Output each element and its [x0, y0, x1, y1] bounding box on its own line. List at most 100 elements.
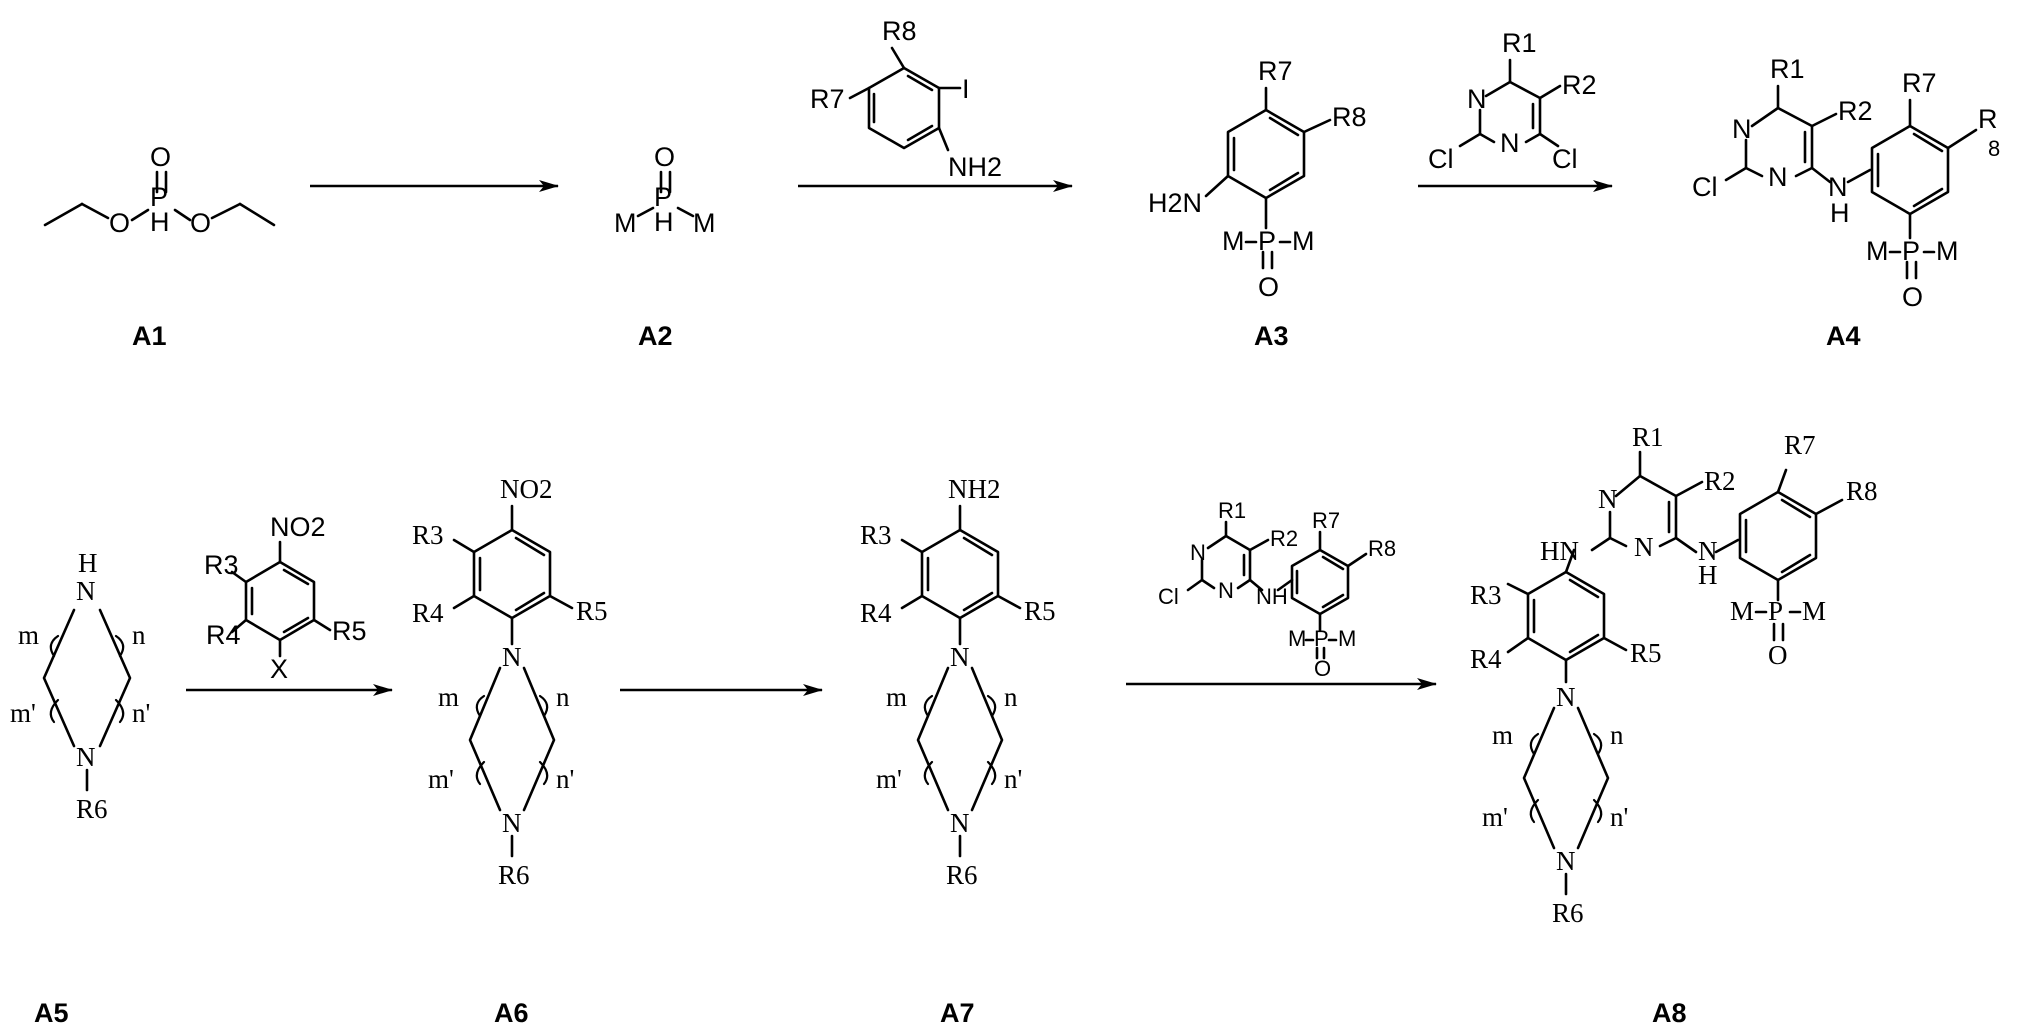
- compound-a6: NO2 R3 R4 R5 N m n m' n' N R6 A6: [412, 474, 608, 1028]
- reagent-nitroarene: NO2 R3 R4 R5 X: [204, 512, 367, 684]
- r3-cl-right: Cl: [1552, 144, 1578, 174]
- r6-n1: N: [1190, 540, 1206, 565]
- a4-r8-subscript: 8: [1988, 136, 2000, 161]
- a7-amine: NH2: [948, 474, 1001, 504]
- a1-hydrogen: H: [150, 207, 170, 237]
- r6-oxygen: O: [1314, 656, 1331, 681]
- a8-r6: R6: [1552, 898, 1584, 928]
- a4-amine-h: H: [1830, 198, 1850, 228]
- r2-r7: R7: [810, 84, 845, 114]
- a8-r3: R3: [1470, 580, 1502, 610]
- a3-oxygen: O: [1258, 272, 1279, 302]
- a4-label: A4: [1826, 321, 1861, 351]
- a5-m-prime: m': [10, 698, 36, 728]
- a4-r1: R1: [1770, 54, 1805, 84]
- r6-m-right: M: [1338, 626, 1356, 651]
- compound-a2: O P H M M A2: [614, 142, 716, 351]
- a4-n1: N: [1732, 114, 1752, 144]
- r4-r4: R4: [206, 620, 241, 650]
- compound-a1: O P H O O A1: [45, 142, 274, 351]
- a5-label: A5: [34, 998, 69, 1028]
- a7-r4: R4: [860, 598, 892, 628]
- r3-n3: N: [1500, 128, 1520, 158]
- a8-m-left: M: [1730, 596, 1754, 626]
- a7-r5: R5: [1024, 596, 1056, 626]
- r3-r2: R2: [1562, 70, 1597, 100]
- a1-oxygen: O: [150, 142, 171, 172]
- r6-m-left: M: [1288, 626, 1306, 651]
- a2-m-left: M: [614, 208, 637, 238]
- a1-oxygen-right: O: [190, 208, 211, 238]
- a4-oxygen: O: [1902, 282, 1923, 312]
- a8-m-right: M: [1802, 596, 1826, 626]
- a2-label: A2: [638, 321, 673, 351]
- a4-r8: R: [1978, 104, 1998, 134]
- a5-n-prime: n': [132, 698, 150, 728]
- a8-amine-left: HN: [1540, 536, 1579, 566]
- a5-m: m: [18, 620, 39, 650]
- a3-phosphorus: P: [1258, 226, 1276, 256]
- r3-cl-left: Cl: [1428, 144, 1454, 174]
- r6-amine: NH: [1256, 584, 1288, 609]
- a6-r5: R5: [576, 596, 608, 626]
- a2-hydrogen: H: [654, 207, 674, 237]
- r3-r1: R1: [1502, 28, 1537, 58]
- r6-n3: N: [1218, 578, 1234, 603]
- a3-r7: R7: [1258, 56, 1293, 86]
- a7-m-prime: m': [876, 764, 902, 794]
- a6-m: m: [438, 682, 459, 712]
- a3-m-left: M: [1222, 226, 1245, 256]
- a6-r4: R4: [412, 598, 444, 628]
- a2-m-right: M: [693, 208, 716, 238]
- a6-r3: R3: [412, 520, 444, 550]
- a4-chlorine: Cl: [1692, 172, 1718, 202]
- a3-label: A3: [1254, 321, 1289, 351]
- a5-n-bottom: N: [76, 742, 96, 772]
- a6-n-bottom: N: [502, 808, 522, 838]
- a6-n-prime: n': [556, 764, 574, 794]
- a8-label: A8: [1652, 998, 1687, 1028]
- r2-iodine: I: [962, 74, 970, 104]
- reagent-a4-small: R1 R2 N N Cl NH R7 R8 P M M O: [1158, 498, 1396, 681]
- r4-r3: R3: [204, 550, 239, 580]
- compound-a4: R1 R2 N N Cl N H R7 R 8 P M M O A4: [1692, 54, 2000, 351]
- a8-n-top: N: [1556, 682, 1576, 712]
- a6-label: A6: [494, 998, 529, 1028]
- compound-a3: R7 R8 H2N P M M O A3: [1148, 56, 1367, 351]
- a6-nitro: NO2: [500, 474, 553, 504]
- a6-r6: R6: [498, 860, 530, 890]
- a4-r7: R7: [1902, 68, 1937, 98]
- a6-n-top: N: [502, 642, 522, 672]
- r6-r8: R8: [1368, 536, 1396, 561]
- r4-leaving-group: X: [270, 654, 288, 684]
- r4-nitro: NO2: [270, 512, 326, 542]
- a8-r5: R5: [1630, 638, 1662, 668]
- a8-pyrimidine-n3: N: [1634, 532, 1654, 562]
- r3-n1: N: [1467, 84, 1487, 114]
- r2-r8: R8: [882, 16, 917, 46]
- a8-oxygen: O: [1768, 640, 1788, 670]
- a5-r6: R6: [76, 794, 108, 824]
- a8-pyrimidine-n1: N: [1598, 484, 1618, 514]
- a7-n-index: n: [1004, 682, 1018, 712]
- a7-n-bottom: N: [950, 808, 970, 838]
- r6-r1: R1: [1218, 498, 1246, 523]
- a7-r3: R3: [860, 520, 892, 550]
- r2-amine: NH2: [948, 152, 1002, 182]
- a6-n-index: n: [556, 682, 570, 712]
- a7-label: A7: [940, 998, 975, 1028]
- compound-a8: R1 R2 N N HN N H R7 R8 P M M O R3 R4 R5 …: [1470, 422, 1878, 1028]
- a4-r2: R2: [1838, 96, 1873, 126]
- a5-n-top: N: [76, 576, 96, 606]
- a4-m-right: M: [1936, 236, 1959, 266]
- a8-phosphorus: P: [1768, 596, 1783, 626]
- a5-h: H: [78, 548, 98, 578]
- r6-r7: R7: [1312, 508, 1340, 533]
- reagent-dichloropyrimidine: R1 R2 N N Cl Cl: [1428, 28, 1597, 174]
- a3-r8: R8: [1332, 102, 1367, 132]
- r4-r5: R5: [332, 616, 367, 646]
- a8-r2: R2: [1704, 466, 1736, 496]
- a1-label: A1: [132, 321, 167, 351]
- a1-oxygen-left: O: [109, 208, 130, 238]
